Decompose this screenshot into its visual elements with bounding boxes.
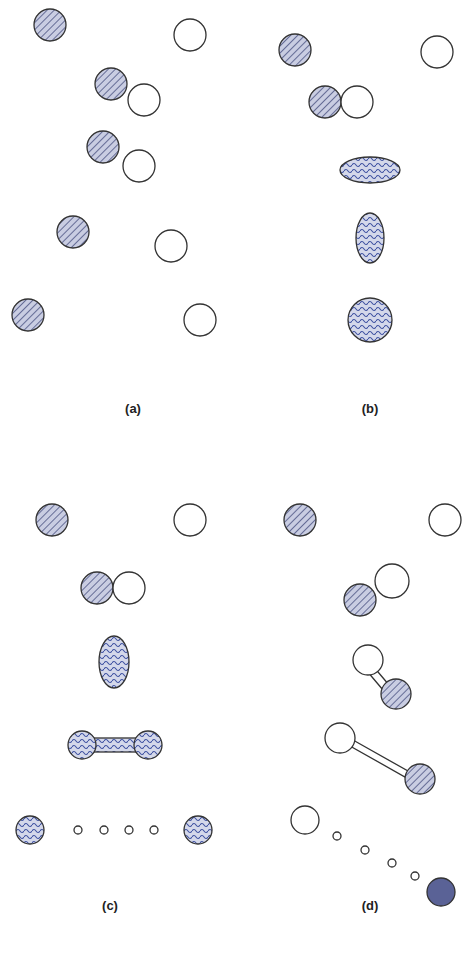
small-particle	[411, 872, 419, 880]
open-particle	[291, 806, 319, 834]
open-particle	[123, 150, 155, 182]
open-particle	[174, 19, 206, 51]
panel-label: (b)	[362, 402, 379, 415]
small-particle	[100, 826, 108, 834]
open-particle	[184, 304, 216, 336]
fragment	[68, 731, 96, 759]
open-particle	[353, 645, 383, 675]
open-particle	[155, 230, 187, 262]
small-particle	[150, 826, 158, 834]
hatched-particle	[95, 68, 127, 100]
hatched-particle	[36, 504, 68, 536]
panel-label: (c)	[102, 899, 118, 912]
open-particle	[429, 504, 461, 536]
neck	[350, 740, 408, 777]
open-particle	[325, 723, 355, 753]
hatched-particle	[81, 572, 113, 604]
small-particle	[333, 832, 341, 840]
hatched-particle	[57, 216, 89, 248]
hatched-particle	[87, 131, 119, 163]
hatched-particle	[12, 299, 44, 331]
hatched-particle	[344, 584, 376, 616]
hatched-particle	[381, 679, 411, 709]
hatched-particle	[34, 9, 66, 41]
small-particle	[74, 826, 82, 834]
small-particle	[125, 826, 133, 834]
open-particle	[128, 84, 160, 116]
small-particle	[361, 846, 369, 854]
open-particle	[375, 564, 409, 598]
fragment	[16, 816, 44, 844]
panel-label: (d)	[362, 899, 379, 912]
fragment	[184, 816, 212, 844]
open-particle	[174, 504, 206, 536]
compound-nucleus	[340, 157, 400, 183]
fragment	[134, 731, 162, 759]
compound-nucleus	[99, 636, 129, 688]
hatched-particle	[284, 504, 316, 536]
compound-nucleus	[348, 298, 392, 342]
filled-particle	[427, 878, 455, 906]
compound-nucleus	[356, 213, 384, 263]
hatched-particle	[309, 86, 341, 118]
panel-label: (a)	[125, 402, 141, 415]
hatched-particle	[279, 34, 311, 66]
open-particle	[341, 86, 373, 118]
open-particle	[421, 36, 453, 68]
open-particle	[113, 572, 145, 604]
hatched-particle	[405, 764, 435, 794]
small-particle	[388, 859, 396, 867]
